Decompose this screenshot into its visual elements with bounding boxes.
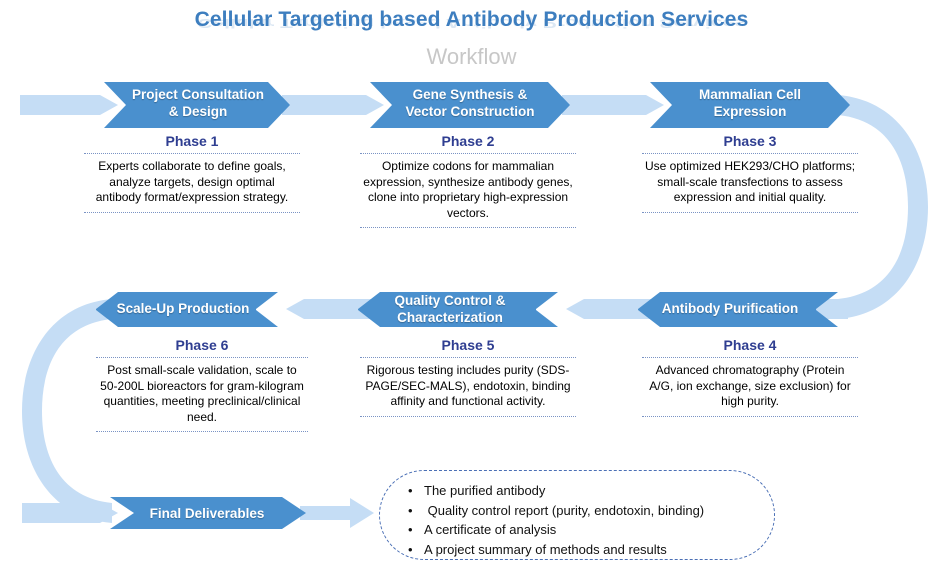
divider-top bbox=[360, 153, 576, 154]
list-item-label: A project summary of methods and results bbox=[424, 541, 667, 557]
phase-description: Rigorous testing includes purity (SDS-PA… bbox=[365, 363, 571, 408]
chevron-quality-control bbox=[358, 292, 558, 327]
left-curve-band bbox=[22, 299, 112, 523]
divider-top bbox=[96, 357, 308, 358]
bullet-icon: • bbox=[408, 502, 413, 518]
bullet-icon: • bbox=[408, 522, 413, 537]
divider-bottom bbox=[642, 415, 858, 417]
divider-top bbox=[84, 153, 300, 154]
row1-connector-bands bbox=[20, 95, 664, 115]
phase-block-6: Phase 6 Post small-scale validation, sca… bbox=[96, 337, 308, 432]
row1-chevrons bbox=[104, 82, 850, 128]
list-item-label: A certificate of analysis bbox=[424, 522, 557, 537]
divider-bottom bbox=[96, 431, 308, 432]
phase-description: Use optimized HEK293/CHO platforms; smal… bbox=[644, 159, 856, 204]
page-subtitle: Workflow bbox=[426, 44, 517, 69]
list-item: • A project summary of methods and result… bbox=[408, 540, 768, 560]
right-curve-band bbox=[838, 95, 928, 319]
divider-bottom bbox=[360, 415, 576, 417]
phase-block-1: Phase 1 Experts collaborate to define go… bbox=[84, 133, 300, 213]
chevron-final-deliverables bbox=[110, 497, 306, 529]
phase-title: Phase 2 bbox=[441, 133, 495, 149]
chevron-mammalian-cell-expression bbox=[650, 82, 850, 128]
list-item-label: The purified antibody bbox=[424, 483, 546, 498]
bullet-icon: • bbox=[408, 541, 413, 557]
phase-title: Phase 3 bbox=[723, 133, 777, 149]
phase-block-4: Phase 4 Advanced chromatography (Protein… bbox=[642, 337, 858, 417]
phase-block-3: Phase 3 Use optimized HEK293/CHO platfor… bbox=[642, 133, 858, 213]
divider-bottom bbox=[360, 227, 576, 228]
phase-description: Post small-scale validation, scale to 50… bbox=[100, 363, 304, 424]
divider-bottom bbox=[642, 211, 858, 213]
divider-top bbox=[360, 357, 576, 358]
list-item-label: Quality control report (purity, endotoxi… bbox=[424, 502, 705, 518]
phase-block-5: Phase 5 Rigorous testing includes purity… bbox=[360, 337, 576, 417]
phase-title: Phase 6 bbox=[175, 337, 229, 353]
list-item: • A certificate of analysis bbox=[408, 520, 768, 540]
list-item: • Quality control report (purity, endoto… bbox=[408, 501, 768, 521]
phase-block-2: Phase 2 Optimize codons for mammalian ex… bbox=[360, 133, 576, 228]
page-title: Cellular Targeting based Antibody Produc… bbox=[194, 8, 749, 31]
chevron-project-consultation bbox=[104, 82, 290, 128]
phase-description: Experts collaborate to define goals, ana… bbox=[95, 159, 289, 204]
deliverables-box bbox=[379, 470, 775, 560]
chevron-gene-synthesis bbox=[370, 82, 570, 128]
row3-connector-bands bbox=[22, 498, 374, 528]
deliverables-list: • The purified antibody • Quality control… bbox=[408, 481, 768, 559]
phase-title: Phase 5 bbox=[441, 337, 495, 353]
bullet-icon: • bbox=[408, 483, 413, 498]
row2-chevrons bbox=[96, 292, 838, 327]
list-item: • The purified antibody bbox=[408, 481, 768, 501]
phase-description: Advanced chromatography (Protein A/G, io… bbox=[649, 363, 851, 408]
chevron-antibody-purification bbox=[638, 292, 838, 327]
phase-title: Phase 1 bbox=[165, 133, 219, 149]
phase-description: Optimize codons for mammalian expression… bbox=[363, 159, 573, 220]
divider-top bbox=[642, 357, 858, 358]
divider-bottom bbox=[84, 211, 300, 213]
divider-top bbox=[642, 153, 858, 154]
chevron-scale-up-production bbox=[96, 292, 278, 327]
phase-title: Phase 4 bbox=[723, 337, 777, 353]
